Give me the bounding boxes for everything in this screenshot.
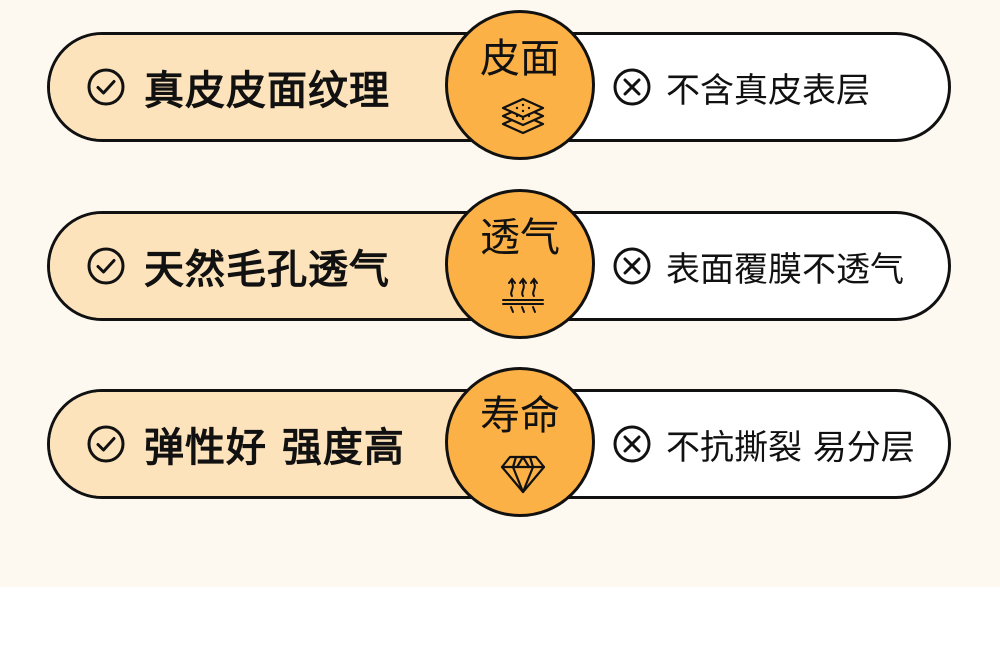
check-circle-icon [87,425,125,463]
drawback-label: 不抗撕裂 易分层 [612,392,915,496]
badge-label: 寿命 [480,393,560,439]
diamond-icon [500,455,546,494]
comparison-row-durability: 弹性好 强度高 不抗撕裂 易分层 寿命 [47,367,951,517]
drawback-text: 不含真皮表层 [666,70,870,111]
advantage-text: 弹性好 强度高 [144,425,405,471]
feature-badge: 透气 [445,189,595,339]
feature-badge: 皮面 [445,10,595,160]
comparison-panel: 真皮皮面纹理 不含真皮表层 皮面 [0,0,1000,587]
check-circle-icon [87,247,125,285]
drawback-text: 不抗撕裂 易分层 [666,427,915,468]
advantage-text: 天然毛孔透气 [144,247,390,293]
breathable-vapor-icon [502,277,544,313]
comparison-row-breathable: 天然毛孔透气 表面覆膜不透气 透气 [47,189,951,339]
badge-label: 透气 [480,215,560,261]
x-circle-icon [613,247,651,285]
drawback-label: 不含真皮表层 [612,35,870,139]
drawback-text: 表面覆膜不透气 [666,249,904,290]
x-circle-icon [613,68,651,106]
advantage-label: 真皮皮面纹理 [86,35,390,139]
advantage-label: 天然毛孔透气 [86,214,390,318]
feature-badge: 寿命 [445,367,595,517]
badge-label: 皮面 [480,36,560,82]
advantage-text: 真皮皮面纹理 [144,68,390,114]
drawback-label: 表面覆膜不透气 [612,214,904,318]
layers-icon [501,97,545,135]
x-circle-icon [613,425,651,463]
advantage-label: 弹性好 强度高 [86,392,405,496]
check-circle-icon [87,68,125,106]
comparison-row-texture: 真皮皮面纹理 不含真皮表层 皮面 [47,10,951,160]
